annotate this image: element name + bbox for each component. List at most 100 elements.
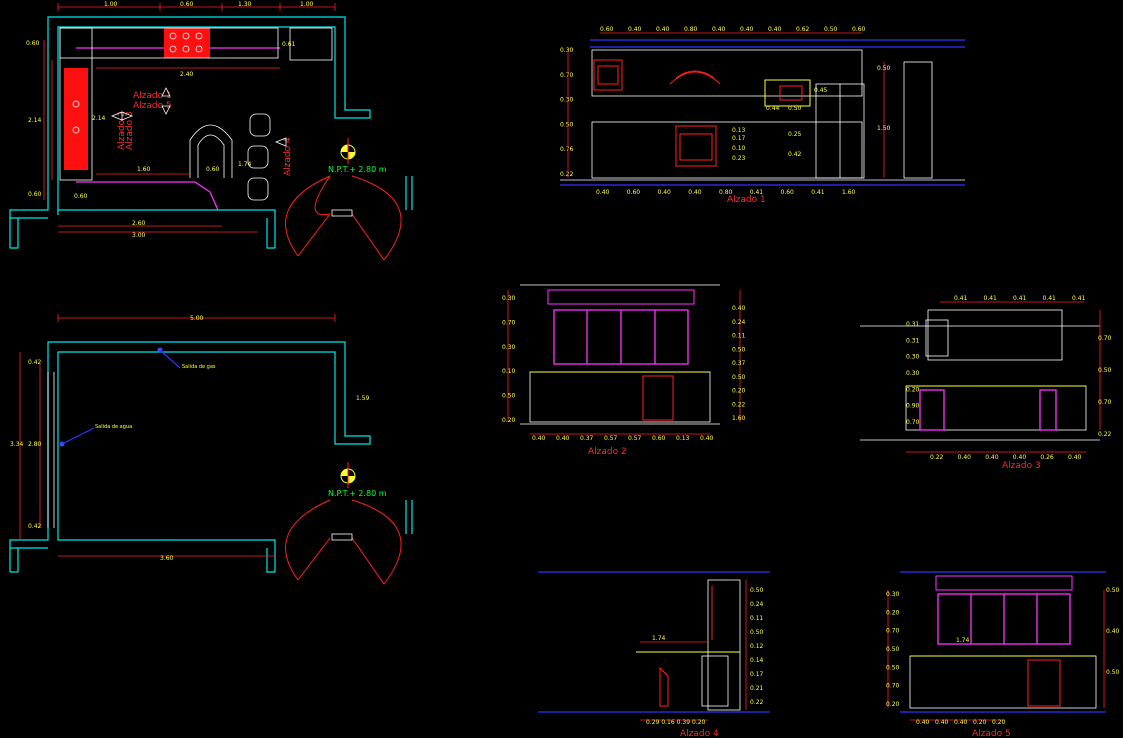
a4-right-dim-9: 0.22 <box>750 699 764 706</box>
plan-top-npt: N.P.T.+ 2.80 m <box>328 165 387 174</box>
a3-left-dim-3: 0.30 <box>906 354 920 361</box>
a2-bottom-dim-4: 0.57 <box>604 435 618 442</box>
a1-left-dim-6: 0.22 <box>560 171 574 178</box>
plan-top-dim-topleft: 0.60 <box>26 40 40 47</box>
sink-block <box>64 68 88 170</box>
plan-bottom-npt: N.P.T.+ 2.80 m <box>328 489 387 498</box>
a1-bottom-dim-2: 0.60 <box>627 189 641 196</box>
a2-left-dim-6: 0.20 <box>502 417 516 424</box>
plan-top-dim-4: 1.00 <box>300 1 314 8</box>
a1-bottom-dim-8: 0.41 <box>811 189 825 196</box>
plan-bottom-dim-top-small: 0.42 <box>28 359 42 366</box>
a5-bottom-dim-3: 0.40 <box>954 719 968 726</box>
elev-tag-alzado1: Alzado 1 <box>133 91 172 101</box>
a3-right-dim-4: 0.22 <box>1098 431 1112 438</box>
a3-right-dim-2: 0.50 <box>1098 367 1112 374</box>
a5-left-dim-6: 0.70 <box>886 683 900 690</box>
alzado1-dim-inner-1: 0.13 <box>732 127 746 134</box>
a4-right-dim-6: 0.14 <box>750 657 764 664</box>
a4-right-dim-4: 0.50 <box>750 629 764 636</box>
a2-right-dim-1: 0.40 <box>732 305 746 312</box>
alzado1-dim-right-1: 0.50 <box>877 65 891 72</box>
plan-top-dim-2: 0.60 <box>180 1 194 8</box>
plan-top-dim-mid: 2.40 <box>180 71 194 78</box>
double-door-top <box>285 175 413 261</box>
alzado-5: 1.74 0.300.200.700.500.500.700.20 0.500.… <box>886 571 1120 738</box>
a5-bottom-dim-4: 0.20 <box>973 719 987 726</box>
a3-top-dim-4: 0.41 <box>1043 295 1057 302</box>
a2-left-dim-4: 0.10 <box>502 368 516 375</box>
a1-left-dim-5: 0.76 <box>560 146 574 153</box>
a4-bottom-dim-4: 0.20 <box>692 719 706 726</box>
a1-left-dim-4: 0.50 <box>560 121 574 128</box>
plan-bottom-dim-right: 1.59 <box>356 395 370 402</box>
a3-top-dim-1: 0.41 <box>954 295 968 302</box>
plan-top-dim-1: 1.00 <box>104 1 118 8</box>
a5-bottom-dim-1: 0.40 <box>916 719 930 726</box>
alzado-2: 0.300.700.300.100.500.20 0.400.240.110.5… <box>502 284 746 457</box>
a3-top-dim-5: 0.41 <box>1072 295 1086 302</box>
plan-top-dim-bar-v: 1.74 <box>238 161 252 168</box>
plan-top-walls <box>9 16 371 249</box>
a1-bottom-dim-1: 0.40 <box>596 189 610 196</box>
a4-bottom-dim-2: 0.16 <box>661 719 675 726</box>
alzado1-dim-right-2: 1.50 <box>877 125 891 132</box>
a3-left-dim-2: 0.31 <box>906 337 920 344</box>
a1-bottom-dim-3: 0.40 <box>658 189 672 196</box>
a3-top-dim-2: 0.41 <box>984 295 998 302</box>
a4-right-dim-2: 0.24 <box>750 601 764 608</box>
alzado3-title: Alzado 3 <box>1002 461 1041 471</box>
a4-bottom-dim-1: 0.29 <box>646 719 660 726</box>
a4-right-dim-7: 0.17 <box>750 671 764 678</box>
alzado-4: 1.74 0.500.240.110.500.120.140.170.210.2… <box>538 571 770 738</box>
a2-right-dim-2: 0.24 <box>732 319 746 326</box>
a5-left-dim-2: 0.20 <box>886 609 900 616</box>
a2-right-dim-8: 0.22 <box>732 401 746 408</box>
a3-left-dim-5: 0.20 <box>906 386 920 393</box>
a3-left-dim-7: 0.70 <box>906 419 920 426</box>
a5-bottom-dim-2: 0.40 <box>935 719 949 726</box>
elev-tag-alzado4: Alzado 4 <box>283 137 293 176</box>
a2-bottom-dim-2: 0.40 <box>556 435 570 442</box>
alzado5-title: Alzado 5 <box>972 729 1011 738</box>
plan-top-dim-fridge: 0.61 <box>282 41 296 48</box>
alzado1-dim-inner-8: 0.50 <box>788 105 802 112</box>
elev-tag-alzado3: Alzado 3 <box>125 111 135 150</box>
a3-bottom-dim-1: 0.22 <box>930 454 944 461</box>
plan-top-dim-bar: 0.60 <box>206 166 220 173</box>
alzado1-dim-inner-4: 0.23 <box>732 155 746 162</box>
plan-bottom: 5.00 3.34 2.80 0.42 0.42 1.59 3.60 Salid… <box>9 314 413 585</box>
plan-bottom-dim-bottom: 3.60 <box>160 555 174 562</box>
alzado1-dim-inner-3: 0.10 <box>732 145 746 152</box>
alzado1-dim-inner-7: 0.44 <box>766 105 780 112</box>
a2-left-dim-5: 0.50 <box>502 393 516 400</box>
double-door-bottom <box>285 499 413 585</box>
a2-bottom-dim-3: 0.37 <box>580 435 594 442</box>
a3-bottom-dim-3: 0.40 <box>985 454 999 461</box>
a2-right-dim-7: 0.20 <box>732 388 746 395</box>
a3-bottom-dim-5: 0.26 <box>1040 454 1054 461</box>
arrow-icon <box>110 111 134 121</box>
plan-bottom-dim-left-inner: 2.80 <box>28 441 42 448</box>
alzado1-dim-inner-9: 0.45 <box>814 87 828 94</box>
a1-bottom-dim-7: 0.60 <box>781 189 795 196</box>
a1-top-dim-6: 0.40 <box>740 26 754 33</box>
a3-right-dim-1: 0.70 <box>1098 335 1112 342</box>
a2-right-dim-6: 0.50 <box>732 374 746 381</box>
plan-top-dim-bottom-2: 3.00 <box>132 232 146 239</box>
alzado1-title: Alzado 1 <box>727 195 766 205</box>
a1-top-dim-7: 0.40 <box>768 26 782 33</box>
a4-right-dim-8: 0.21 <box>750 685 764 692</box>
plan-top-dim-bottomleft: 0.60 <box>28 191 42 198</box>
a1-bottom-dim-6: 0.41 <box>750 189 764 196</box>
a1-bottom-dim-5: 0.80 <box>719 189 733 196</box>
a2-left-dim-3: 0.30 <box>502 344 516 351</box>
a3-left-dim-4: 0.30 <box>906 370 920 377</box>
a1-left-dim-2: 0.70 <box>560 72 574 79</box>
a2-bottom-dim-5: 0.57 <box>628 435 642 442</box>
a1-left-dim-3: 0.30 <box>560 97 574 104</box>
a5-left-dim-3: 0.70 <box>886 628 900 635</box>
